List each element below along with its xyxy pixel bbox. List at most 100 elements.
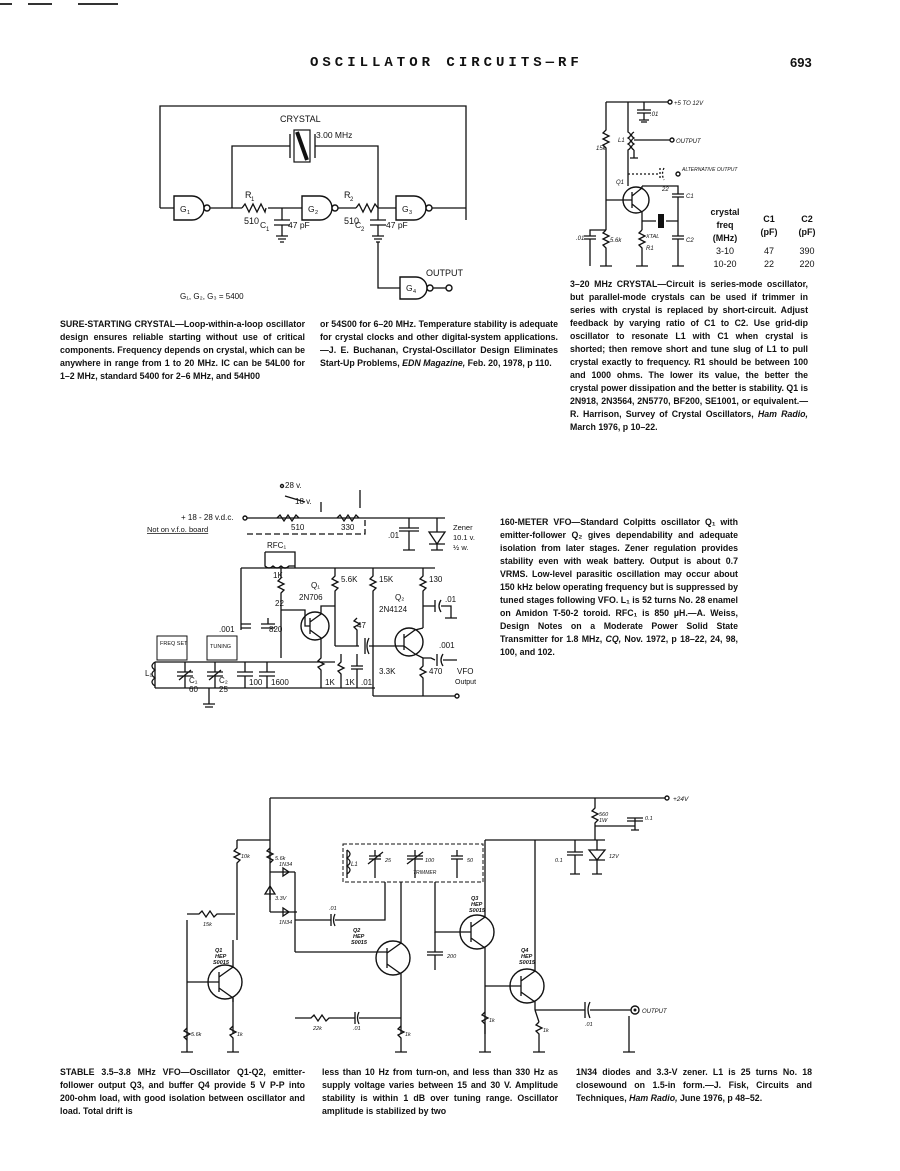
svg-text:28 v.: 28 v. xyxy=(285,481,302,490)
svg-text:1K: 1K xyxy=(345,678,355,687)
gate-g2-symbol xyxy=(301,195,333,221)
svg-text:1N34: 1N34 xyxy=(279,920,292,926)
svg-text:½ w.: ½ w. xyxy=(453,543,468,552)
caption-title: SURE-STARTING CRYSTAL xyxy=(60,319,176,329)
svg-text:S0015: S0015 xyxy=(469,908,486,914)
svg-text:HEP: HEP xyxy=(521,954,533,960)
svg-text:VFO: VFO xyxy=(457,667,473,676)
svg-text:2: 2 xyxy=(350,197,354,203)
supply-label: +5 TO 12V xyxy=(674,101,704,107)
svg-text:1: 1 xyxy=(251,197,255,203)
svg-text:S0015: S0015 xyxy=(351,940,368,946)
source-journal: EDN Magazine, xyxy=(402,358,466,368)
svg-text:5.6k: 5.6k xyxy=(191,1032,202,1038)
table-row: 10-20 22 220 xyxy=(713,259,815,269)
svg-text:TRIMMER: TRIMMER xyxy=(413,870,437,876)
gate-type-legend: G₁, G₂, G₃ = 5400 xyxy=(180,292,244,301)
svg-text:G: G xyxy=(308,204,315,214)
svg-text:0.1: 0.1 xyxy=(645,816,653,822)
svg-text:G: G xyxy=(406,283,413,293)
svg-text:HEP: HEP xyxy=(353,934,365,940)
svg-text:.001: .001 xyxy=(219,625,235,634)
svg-text:Q₁: Q₁ xyxy=(311,581,320,590)
svg-text:C₂: C₂ xyxy=(219,676,228,685)
svg-text:1K: 1K xyxy=(273,571,283,580)
svg-text:3.3K: 3.3K xyxy=(379,667,396,676)
gate-g4-symbol xyxy=(399,276,428,300)
svg-text:15K: 15K xyxy=(379,575,394,584)
output-label: OUTPUT xyxy=(426,268,464,278)
svg-text:.001: .001 xyxy=(439,641,455,650)
svg-text:100: 100 xyxy=(425,858,435,864)
svg-text:.01: .01 xyxy=(585,1022,593,1028)
scan-mark xyxy=(28,3,52,5)
caption-stable-vfo-col3: 1N34 diodes and 3.3-V zener. L1 is 25 tu… xyxy=(576,1067,812,1103)
svg-text:560: 560 xyxy=(599,812,609,818)
gate-g1-symbol xyxy=(173,195,205,221)
svg-text:1W: 1W xyxy=(599,818,608,824)
svg-text:FREQ SET: FREQ SET xyxy=(160,641,188,647)
svg-text:2N4124: 2N4124 xyxy=(379,605,408,614)
svg-text:S0015: S0015 xyxy=(519,960,536,966)
caption-sure-starting-col1: SURE-STARTING CRYSTAL—Loop-within-a-loop… xyxy=(60,319,305,381)
svg-text:S0015: S0015 xyxy=(213,960,230,966)
r1-value: 510 xyxy=(244,216,259,226)
caption-sure-starting-col2: or 54S00 for 6–20 MHz. Temperature stabi… xyxy=(320,319,558,368)
svg-text:.01: .01 xyxy=(576,236,584,242)
svg-text:XTAL: XTAL xyxy=(645,234,659,240)
svg-text:Q3: Q3 xyxy=(471,896,478,902)
svg-text:OUTPUT: OUTPUT xyxy=(676,139,702,145)
svg-text:1N34: 1N34 xyxy=(279,862,292,868)
caption-stable-vfo-col1: STABLE 3.5–3.8 MHz VFO—Oscillator Q1-Q2,… xyxy=(60,1067,305,1116)
svg-text:Q1: Q1 xyxy=(616,180,624,186)
svg-text:50: 50 xyxy=(467,858,474,864)
svg-text:C₁: C₁ xyxy=(189,676,198,685)
c1-value: 47 pF xyxy=(288,220,310,230)
svg-text:510: 510 xyxy=(291,523,305,532)
svg-text:.01: .01 xyxy=(650,112,658,118)
c2-label: C xyxy=(355,220,361,230)
svg-text:1: 1 xyxy=(187,210,190,216)
svg-text:10k: 10k xyxy=(241,854,250,860)
svg-text:25: 25 xyxy=(219,685,228,694)
svg-text:.01: .01 xyxy=(445,595,457,604)
figure-stable-vfo: +24V 560 1W 0.1 0.1 12V 10k 5.6k 1N34 3.… xyxy=(181,795,689,1053)
svg-text:1k: 1k xyxy=(405,1032,411,1038)
svg-text:3: 3 xyxy=(409,210,412,216)
c1-label: C xyxy=(260,220,266,230)
caption-160-meter-vfo: 160-METER VFO—Standard Colpitts oscillat… xyxy=(500,517,738,657)
svg-text:2N706: 2N706 xyxy=(299,593,323,602)
caption-title: 160-METER VFO xyxy=(500,517,572,527)
svg-text:200: 200 xyxy=(446,954,457,960)
svg-text:2: 2 xyxy=(315,210,318,216)
svg-text:820: 820 xyxy=(269,625,283,634)
page-number: 693 xyxy=(790,55,812,70)
r2-label: R xyxy=(344,190,351,200)
svg-text:5.6k: 5.6k xyxy=(610,238,622,244)
caption-title: STABLE 3.5–3.8 MHz VFO xyxy=(60,1067,181,1077)
scan-mark xyxy=(78,3,118,5)
svg-text:OUTPUT: OUTPUT xyxy=(642,1009,668,1015)
svg-text:L1: L1 xyxy=(618,138,625,144)
crystal-label: CRYSTAL xyxy=(280,114,321,124)
svg-text:1: 1 xyxy=(266,227,270,233)
svg-text:L₁: L₁ xyxy=(145,669,152,678)
svg-text:1600: 1600 xyxy=(271,678,289,687)
page-header: OSCILLATOR CIRCUITS—RF 693 xyxy=(0,55,900,75)
svg-text:47: 47 xyxy=(357,621,366,630)
svg-text:Output: Output xyxy=(455,679,476,686)
svg-text:G: G xyxy=(180,204,187,214)
table-header-c2: C2 (pF) xyxy=(798,213,816,237)
svg-text:C1: C1 xyxy=(686,194,694,200)
caption-3-20mhz-crystal: 3–20 MHz CRYSTAL—Circuit is series-mode … xyxy=(570,279,808,432)
svg-text:ALTERNATIVE OUTPUT: ALTERNATIVE OUTPUT xyxy=(681,167,738,173)
crystal-freq-label: 3.00 MHz xyxy=(316,130,352,140)
svg-text:130: 130 xyxy=(429,575,443,584)
svg-text:L1: L1 xyxy=(351,862,358,868)
source-journal: Ham Radio, xyxy=(629,1093,678,1103)
svg-text:1K: 1K xyxy=(325,678,335,687)
svg-text:Q4: Q4 xyxy=(521,948,528,954)
svg-text:10.1 v.: 10.1 v. xyxy=(453,533,475,542)
svg-text:Q2: Q2 xyxy=(353,928,360,934)
svg-text:5.6K: 5.6K xyxy=(341,575,358,584)
